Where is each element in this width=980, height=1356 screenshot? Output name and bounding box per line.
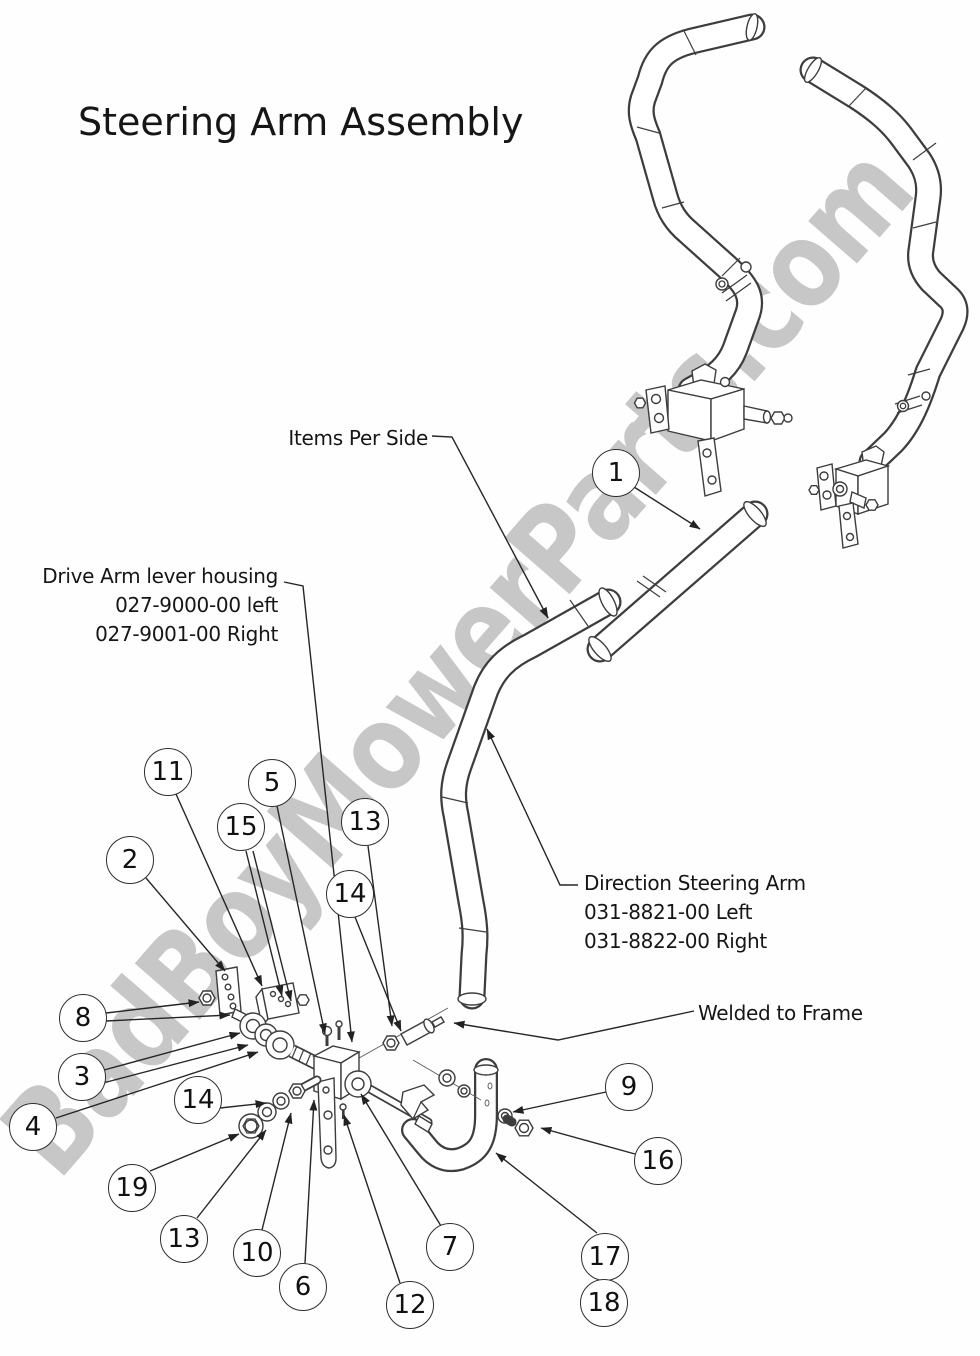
balloon-1: 1 <box>592 449 640 497</box>
balloon-2: 2 <box>106 836 154 884</box>
balloon-13: 13 <box>160 1215 208 1263</box>
label-welded-to-frame-text: Welded to Frame <box>698 1001 863 1025</box>
steering-arm-right-drawing <box>799 56 969 476</box>
label-drive-arm-housing: Drive Arm lever housing 027-9000-00 left… <box>30 562 278 649</box>
label-direction-line1: Direction Steering Arm <box>584 871 806 895</box>
label-direction-part-right: 031-8822-00 Right <box>584 929 767 953</box>
balloon-15: 15 <box>217 803 265 851</box>
watermark-text: BadBoyMowerParts.com <box>0 121 939 1200</box>
balloon-12: 12 <box>386 1281 434 1329</box>
balloon-17: 17 <box>581 1233 629 1281</box>
drive-arm-housing-left-drawing <box>633 363 793 497</box>
steering-arm-left-drawing <box>627 13 766 404</box>
balloon-14: 14 <box>326 870 374 918</box>
balloon-6: 6 <box>279 1263 327 1311</box>
label-drive-arm-line1: Drive Arm lever housing <box>42 564 278 588</box>
balloon-5: 5 <box>248 759 296 807</box>
balloon-13: 13 <box>341 798 389 846</box>
balloon-18: 18 <box>580 1279 628 1327</box>
balloon-19: 19 <box>108 1164 156 1212</box>
drive-arm-housing-right-drawing <box>808 445 891 549</box>
balloon-16: 16 <box>634 1137 682 1185</box>
balloon-14: 14 <box>174 1076 222 1124</box>
label-items-per-side-text: Items Per Side <box>288 426 428 450</box>
balloon-3: 3 <box>58 1053 106 1101</box>
label-drive-arm-part-left: 027-9000-00 left <box>115 593 278 617</box>
direction-steering-arm-drawing <box>440 587 622 1010</box>
detached-arm-segment-drawing <box>586 500 769 663</box>
label-welded-to-frame: Welded to Frame <box>698 999 918 1028</box>
balloon-10: 10 <box>233 1229 281 1277</box>
balloon-4: 4 <box>9 1103 57 1151</box>
label-direction-part-left: 031-8821-00 Left <box>584 900 753 924</box>
exploded-hardware-cluster <box>198 966 534 1169</box>
page-title: Steering Arm Assembly <box>78 100 524 144</box>
balloon-11: 11 <box>144 748 192 796</box>
balloon-9: 9 <box>605 1063 653 1111</box>
balloon-7: 7 <box>426 1223 474 1271</box>
frame-elbow-tube-drawing <box>365 1058 499 1173</box>
label-drive-arm-part-right: 027-9001-00 Right <box>95 622 278 646</box>
label-direction-steering-arm: Direction Steering Arm 031-8821-00 Left … <box>584 869 844 956</box>
label-items-per-side: Items Per Side <box>260 424 428 453</box>
balloon-8: 8 <box>59 994 107 1042</box>
